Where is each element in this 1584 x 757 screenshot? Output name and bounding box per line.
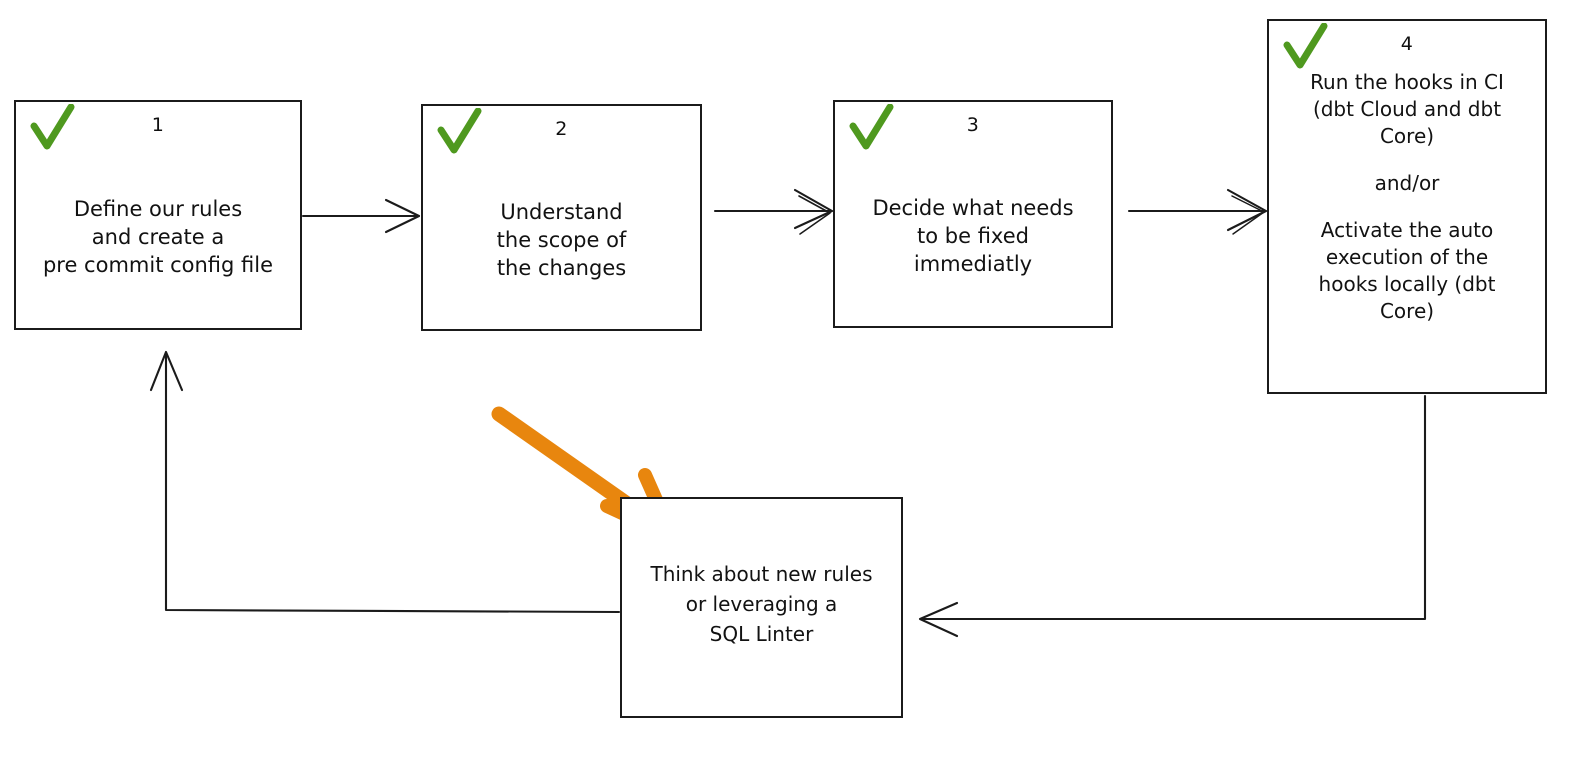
step-node-define-rules[interactable]: 1 Define our rules and create a pre comm…	[14, 100, 302, 330]
node-text-line: to be fixed	[917, 224, 1029, 248]
node-text-line: the changes	[496, 255, 627, 280]
node-body: Understand the scope of the changes	[423, 158, 700, 329]
node-header: 2	[423, 106, 700, 158]
node-text-line: Understand	[500, 199, 623, 224]
check-icon	[849, 104, 894, 150]
check-icon	[1283, 23, 1328, 69]
node-text-line: SQL Linter	[709, 621, 814, 646]
step-node-run-hooks-ci[interactable]: 4 Run the hooks in CI (dbt Cloud and dbt…	[1267, 19, 1547, 394]
node-text-line: pre commit config file	[42, 253, 274, 277]
connector-step4-to-think	[918, 394, 1427, 638]
node-header: 1	[16, 102, 300, 154]
node-index-label: 2	[555, 118, 568, 140]
node-text-line: execution of the	[1325, 245, 1489, 269]
node-text-line: Activate the auto	[1320, 218, 1494, 242]
node-header: 3	[835, 102, 1111, 154]
node-text-line: Decide what needs	[872, 196, 1074, 220]
connector-step3-to-step4	[1127, 188, 1268, 235]
step-node-decide-fixes[interactable]: 3 Decide what needs to be fixed immediat…	[833, 100, 1113, 328]
node-text-line: immediatly	[913, 252, 1033, 276]
node-text-line: and create a	[91, 225, 225, 249]
node-text-line: Define our rules	[73, 197, 243, 221]
check-icon	[30, 104, 75, 150]
node-header: 4	[1269, 21, 1545, 69]
node-text-line: (dbt Cloud and dbt	[1312, 97, 1502, 121]
check-icon	[437, 108, 482, 154]
node-body: Think about new rules or leveraging a SQ…	[622, 499, 901, 716]
node-body: Run the hooks in CI (dbt Cloud and dbt C…	[1269, 67, 1545, 392]
step-node-think-new-rules[interactable]: Think about new rules or leveraging a SQ…	[620, 497, 903, 718]
node-text-line: Think about new rules	[650, 561, 873, 586]
node-text-line: Run the hooks in CI	[1310, 70, 1504, 94]
node-text-line: or leveraging a	[685, 591, 838, 616]
node-index-label: 4	[1400, 33, 1414, 55]
node-text-line: the scope of	[496, 227, 627, 252]
node-index-label: 1	[151, 114, 165, 136]
connector-think-to-step1	[149, 350, 621, 614]
connector-step1-to-step2	[301, 198, 421, 234]
connector-step2-to-step3	[713, 188, 834, 235]
node-body: Decide what needs to be fixed immediatly	[835, 154, 1111, 326]
node-text-line: and/or	[1374, 171, 1440, 195]
step-node-understand-scope[interactable]: 2 Understand the scope of the changes	[421, 104, 702, 331]
node-text-line: Core)	[1379, 299, 1435, 323]
node-text-line: hooks locally (dbt	[1318, 272, 1496, 296]
node-text-line: Core)	[1379, 124, 1435, 148]
node-index-label: 3	[966, 114, 980, 136]
node-body: Define our rules and create a pre commit…	[16, 154, 300, 328]
